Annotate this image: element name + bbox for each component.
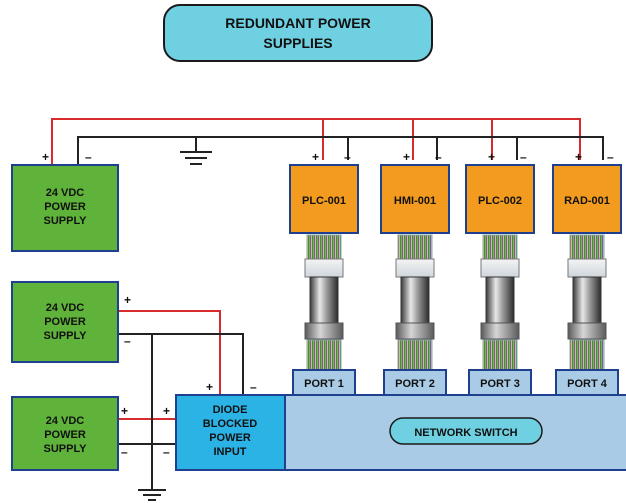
minus-terminal-label: – [520, 150, 527, 164]
power-supply-label: POWER [44, 316, 86, 328]
port-label: PORT 3 [480, 378, 520, 390]
port-box [468, 369, 532, 396]
plus-terminal-label: + [403, 150, 410, 164]
rj45-plug-body [480, 258, 520, 278]
power-supply-2: 24 VDC POWER SUPPLY + – [11, 281, 131, 363]
rj45-plug-body [304, 258, 344, 278]
device-column-4: RAD-001 + – PORT 4 [552, 150, 622, 396]
cable-boot [567, 322, 607, 340]
port-label: PORT 2 [395, 378, 435, 390]
rj45-connector-icon [569, 234, 605, 260]
plus-terminal-label: + [42, 150, 49, 164]
device-box [465, 164, 535, 234]
rj45-connector-icon [482, 234, 518, 260]
plus-terminal-label: + [488, 150, 495, 164]
power-supply-label: SUPPLY [43, 215, 87, 227]
rj45-connector-icon [397, 234, 433, 260]
rj45-plug-body [567, 258, 607, 278]
diode-blocked-power-input: DIODE BLOCKED POWER INPUT + – + – [163, 380, 286, 471]
ethernet-cable-icon [485, 276, 515, 326]
port-box [292, 369, 356, 396]
minus-terminal-label: – [85, 150, 92, 164]
minus-terminal-label: – [435, 150, 442, 164]
plus-terminal-label: + [312, 150, 319, 164]
rj45-plug-body [395, 258, 435, 278]
power-supply-label: SUPPLY [43, 330, 87, 342]
ethernet-cable-icon [572, 276, 602, 326]
title-banner: REDUNDANT POWER SUPPLIES [163, 4, 433, 62]
device-label: PLC-001 [302, 195, 346, 207]
rj45-connector-icon [306, 339, 342, 371]
rj45-connector-icon [482, 339, 518, 371]
cable-boot [304, 322, 344, 340]
minus-terminal-label: – [344, 150, 351, 164]
network-switch-label: NETWORK SWITCH [414, 427, 517, 439]
positive-bus-top [51, 118, 581, 165]
rj45-connector-icon [306, 234, 342, 260]
device-label: PLC-002 [478, 195, 522, 207]
diode-input-label: DIODE [213, 404, 248, 416]
title-line-1: REDUNDANT POWER [225, 15, 370, 31]
wiring [51, 118, 604, 490]
ground-icon [180, 151, 212, 165]
power-supply-label: 24 VDC [46, 302, 85, 314]
port-label: PORT 4 [567, 378, 608, 390]
diode-input-label: INPUT [214, 446, 247, 458]
port-box [383, 369, 447, 396]
diode-input-label: POWER [209, 432, 251, 444]
port-label: PORT 1 [304, 378, 344, 390]
device-column-2: HMI-001 + – PORT 2 [380, 150, 450, 396]
negative-wire-supply-2 [118, 333, 244, 395]
device-column-3: PLC-002 + – PORT 3 [465, 150, 535, 396]
diode-input-label: BLOCKED [203, 418, 257, 430]
minus-terminal-label: – [250, 380, 257, 394]
plus-terminal-label: + [124, 293, 131, 307]
port-box [555, 369, 619, 396]
minus-terminal-label: – [163, 445, 170, 459]
minus-terminal-label: – [121, 445, 128, 459]
ethernet-cable-icon [309, 276, 339, 326]
power-supply-label: 24 VDC [46, 415, 85, 427]
minus-terminal-label: – [124, 334, 131, 348]
power-supply-1: 24 VDC POWER SUPPLY + – [11, 150, 119, 252]
ethernet-cable-icon [400, 276, 430, 326]
negative-bus-top [77, 136, 604, 165]
cable-boot [395, 322, 435, 340]
rj45-connector-icon [569, 339, 605, 371]
device-box [289, 164, 359, 234]
cable-boot [480, 322, 520, 340]
power-supply-label: POWER [44, 429, 86, 441]
device-box [552, 164, 622, 234]
device-box [380, 164, 450, 234]
plus-terminal-label: + [121, 404, 128, 418]
power-supply-label: 24 VDC [46, 187, 85, 199]
rj45-connector-icon [397, 339, 433, 371]
plus-terminal-label: + [206, 380, 213, 394]
device-label: HMI-001 [394, 195, 436, 207]
device-column-1: PLC-001 + – PORT 1 [289, 150, 359, 396]
positive-wire-supply-2 [118, 310, 221, 395]
ground-icon [138, 489, 166, 501]
plus-terminal-label: + [575, 150, 582, 164]
power-supply-label: POWER [44, 201, 86, 213]
network-switch: NETWORK SWITCH [284, 394, 626, 471]
minus-terminal-label: – [607, 150, 614, 164]
device-label: RAD-001 [564, 195, 610, 207]
plus-terminal-label: + [163, 404, 170, 418]
title-line-2: SUPPLIES [263, 35, 332, 51]
power-supply-3: 24 VDC POWER SUPPLY + – [11, 396, 128, 471]
power-supply-label: SUPPLY [43, 443, 87, 455]
